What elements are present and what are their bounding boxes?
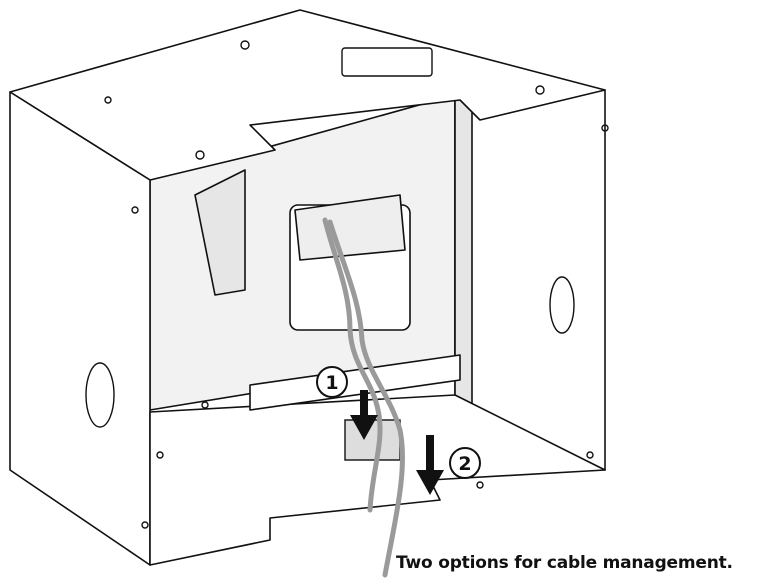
fastener [201,401,209,409]
fastener [131,206,139,214]
fastener [104,96,112,104]
fastener [240,40,250,50]
callout-2: 2 [449,447,481,479]
front-rail [249,354,461,411]
fastener [535,85,545,95]
fastener [476,481,484,489]
bottom-floor-panel [149,394,606,566]
callout-1: 1 [316,366,348,398]
cable-route-2 [327,219,405,578]
cable-route-1 [322,217,383,513]
floor-cable-opening [344,419,401,461]
left-cable-knockout [85,362,115,428]
arrow-2 [416,435,444,495]
mounting-bracket [194,169,246,296]
right-cable-knockout [549,276,575,334]
fastener [586,451,594,459]
fastener [156,451,164,459]
fastener [195,150,205,160]
arrow-1 [350,390,378,440]
fastener [141,521,149,529]
top-panel [9,9,606,181]
fastener [601,124,609,132]
caption: Two options for cable management. [396,553,733,573]
device-housing [294,194,406,261]
callout-1-number: 1 [325,372,338,394]
callout-2-number: 2 [458,453,471,475]
top-slot-window [341,47,433,77]
